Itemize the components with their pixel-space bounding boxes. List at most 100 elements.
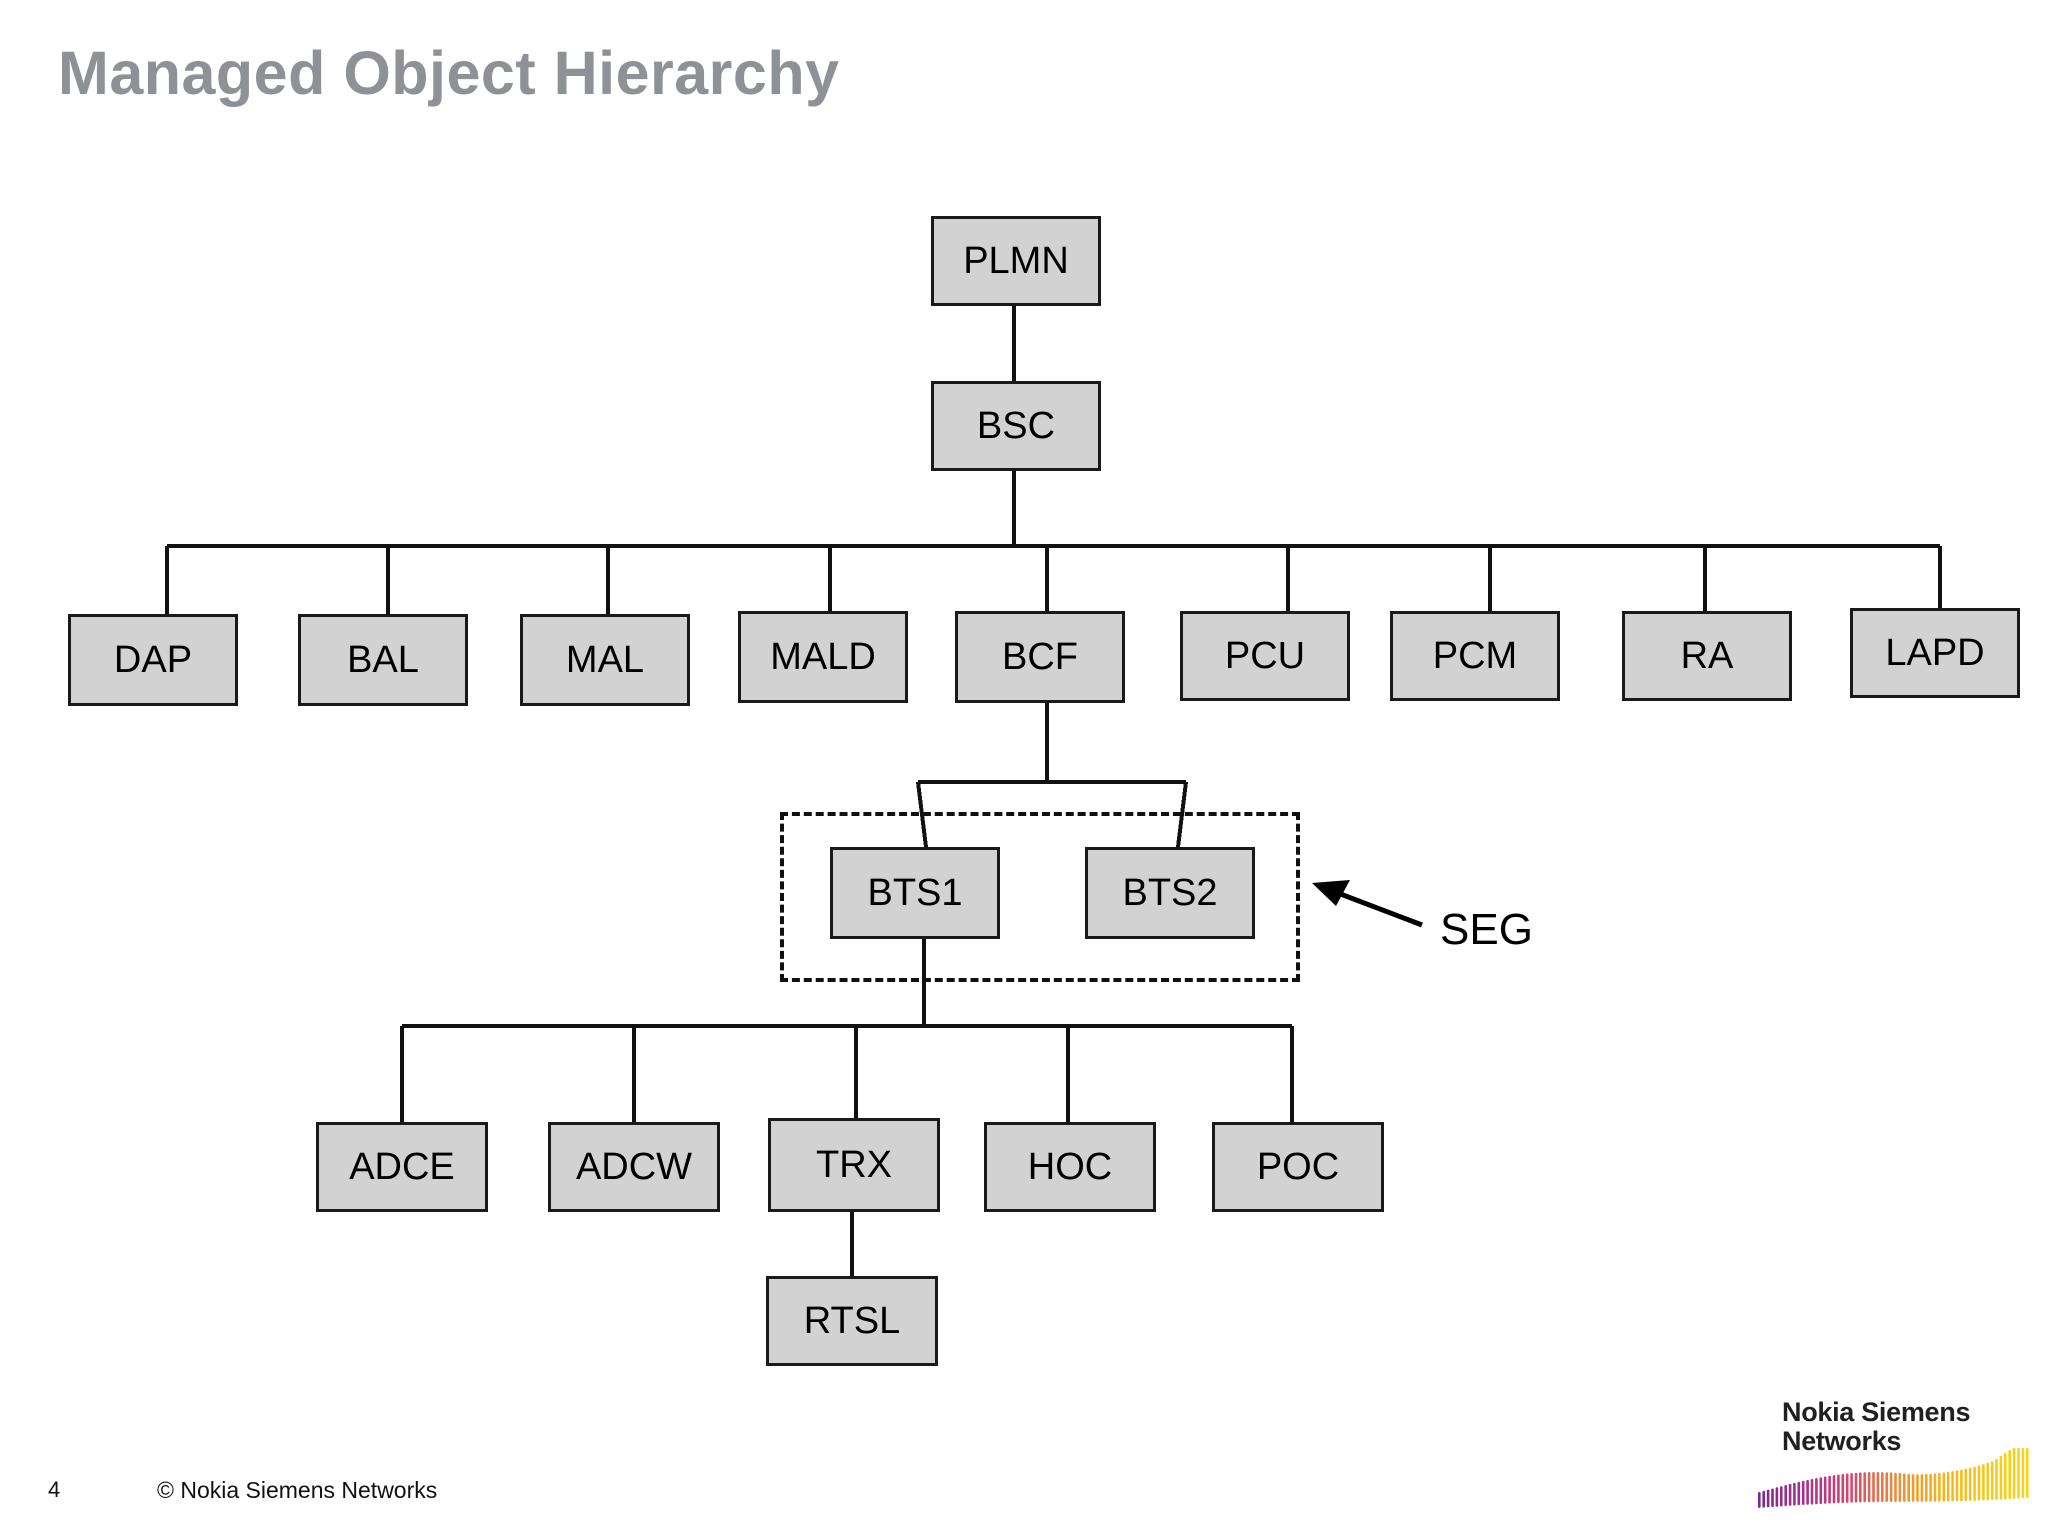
logo-wave-stripe (1929, 1473, 1932, 1502)
logo-wave-stripe (1832, 1475, 1836, 1504)
logo-wave-stripe (1775, 1487, 1779, 1507)
node-label: ADCW (575, 1146, 693, 1188)
logo-wave-stripe (1762, 1490, 1765, 1508)
logo-wave-stripe (1925, 1474, 1928, 1502)
node-bts1[interactable]: BTS1 (830, 847, 1000, 939)
logo-wave-stripe (1898, 1473, 1902, 1502)
logo-wave-stripe (1911, 1474, 1915, 1502)
node-lapd[interactable]: LAPD (1850, 608, 2020, 698)
node-poc[interactable]: POC (1212, 1122, 1384, 1212)
logo-wave-stripe (1885, 1472, 1888, 1502)
logo-wave-stripe (1942, 1472, 1946, 1502)
logo-wave-stripe (1999, 1455, 2003, 1500)
logo-wave-stripe (1845, 1473, 1849, 1503)
node-dap[interactable]: DAP (68, 614, 238, 706)
logo-wave-stripe (1986, 1462, 1990, 1501)
logo-wave-stripe (1990, 1461, 1994, 1501)
node-plmn[interactable]: PLMN (931, 216, 1101, 306)
logo-line-1: Nokia Siemens (1782, 1397, 1971, 1427)
seg-label: SEG (1440, 905, 1533, 954)
node-label: ADCE (349, 1146, 455, 1188)
logo-wave-stripe (1982, 1464, 1985, 1501)
node-adce[interactable]: ADCE (316, 1122, 488, 1212)
logo-wave-stripe (1977, 1465, 1981, 1501)
logo-wave-stripe (1784, 1485, 1787, 1507)
logo-wave-stripe (1837, 1474, 1840, 1504)
logo-wave-stripe (1863, 1472, 1866, 1503)
node-bal[interactable]: BAL (298, 614, 468, 706)
node-adcw[interactable]: ADCW (548, 1122, 720, 1212)
logo-wave-stripe (1960, 1469, 1963, 1502)
logo-wave-stripe (1872, 1472, 1875, 1503)
logo-wave-stripe (1933, 1473, 1937, 1502)
logo-wave-stripe (1951, 1471, 1954, 1502)
logo-wave-stripe (1916, 1474, 1919, 1502)
logo-line-2: Networks (1782, 1426, 1902, 1457)
node-label: HOC (1027, 1146, 1113, 1188)
seg-group-box (780, 812, 1300, 982)
logo-wave-stripe (1938, 1472, 1941, 1502)
node-label: MALD (770, 636, 876, 678)
logo-wave-stripe (2026, 1448, 2029, 1498)
logo-wave-stripe (1758, 1492, 1761, 1508)
logo-wave-stripe (1801, 1480, 1805, 1505)
node-label: BTS2 (1122, 872, 1218, 914)
logo-wave-stripe (1920, 1474, 1924, 1502)
logo-wave-stripe (1771, 1488, 1774, 1508)
footer-copyright: © Nokia Siemens Networks (157, 1477, 438, 1503)
node-rtsl[interactable]: RTSL (766, 1276, 938, 1366)
node-ra[interactable]: RA (1622, 611, 1792, 701)
node-trx[interactable]: TRX (768, 1118, 940, 1212)
footer-page-number: 4 (48, 1477, 61, 1502)
logo-wave-stripe (2008, 1449, 2011, 1500)
logo-wave-stripe (1793, 1482, 1796, 1506)
node-label: PCM (1432, 635, 1518, 677)
node-pcm[interactable]: PCM (1390, 611, 1560, 701)
logo-wave-stripe (1907, 1473, 1910, 1502)
logo-wave-stripe (1859, 1472, 1862, 1503)
logo-wave-stripe (1889, 1472, 1893, 1502)
logo-wave-stripe (1995, 1458, 1998, 1500)
logo-wave-stripe (1973, 1466, 1976, 1501)
logo-wave-stripe (1867, 1472, 1871, 1503)
logo-wave-stripe (1881, 1472, 1884, 1503)
node-label: BTS1 (867, 872, 963, 914)
logo-wave-stripe (1810, 1479, 1814, 1505)
logo-wave-stripe (1850, 1473, 1853, 1503)
logo-wave-stripe (1841, 1474, 1845, 1504)
node-bsc[interactable]: BSC (931, 381, 1101, 471)
node-label: DAP (113, 639, 193, 681)
node-label: TRX (816, 1144, 892, 1186)
node-hoc[interactable]: HOC (984, 1122, 1156, 1212)
logo-wave-stripe (1964, 1468, 1968, 1502)
logo-wave-stripe (1780, 1486, 1783, 1507)
logo-wave-stripe (2012, 1448, 2016, 1499)
logo-wave-stripe (2004, 1452, 2007, 1500)
logo-wave-stripe (1806, 1479, 1809, 1505)
node-label: BCF (1002, 636, 1078, 678)
node-mald[interactable]: MALD (738, 611, 908, 703)
logo-wave-stripe (1815, 1478, 1818, 1505)
node-bts2[interactable]: BTS2 (1085, 847, 1255, 939)
logo-wave-stripe (1946, 1471, 1950, 1502)
node-label: RTSL (803, 1300, 901, 1342)
logo-wave-stripe (1797, 1481, 1801, 1506)
logo-wave-stripe (1823, 1476, 1827, 1504)
node-pcu[interactable]: PCU (1180, 611, 1350, 701)
logo-wave-stripe (2017, 1448, 2020, 1499)
logo-wave-icon (1758, 1448, 2029, 1508)
logo-wave-stripe (1894, 1472, 1897, 1502)
logo-wave-stripe (1819, 1477, 1823, 1505)
node-label: LAPD (1885, 632, 1985, 674)
node-label: PCU (1224, 635, 1306, 677)
node-label: BAL (347, 639, 419, 681)
node-label: POC (1256, 1146, 1340, 1188)
logo-wave-stripe (1903, 1473, 1906, 1502)
node-bcf[interactable]: BCF (955, 611, 1125, 703)
node-mal[interactable]: MAL (520, 614, 690, 706)
logo-wave-stripe (1968, 1467, 1972, 1501)
